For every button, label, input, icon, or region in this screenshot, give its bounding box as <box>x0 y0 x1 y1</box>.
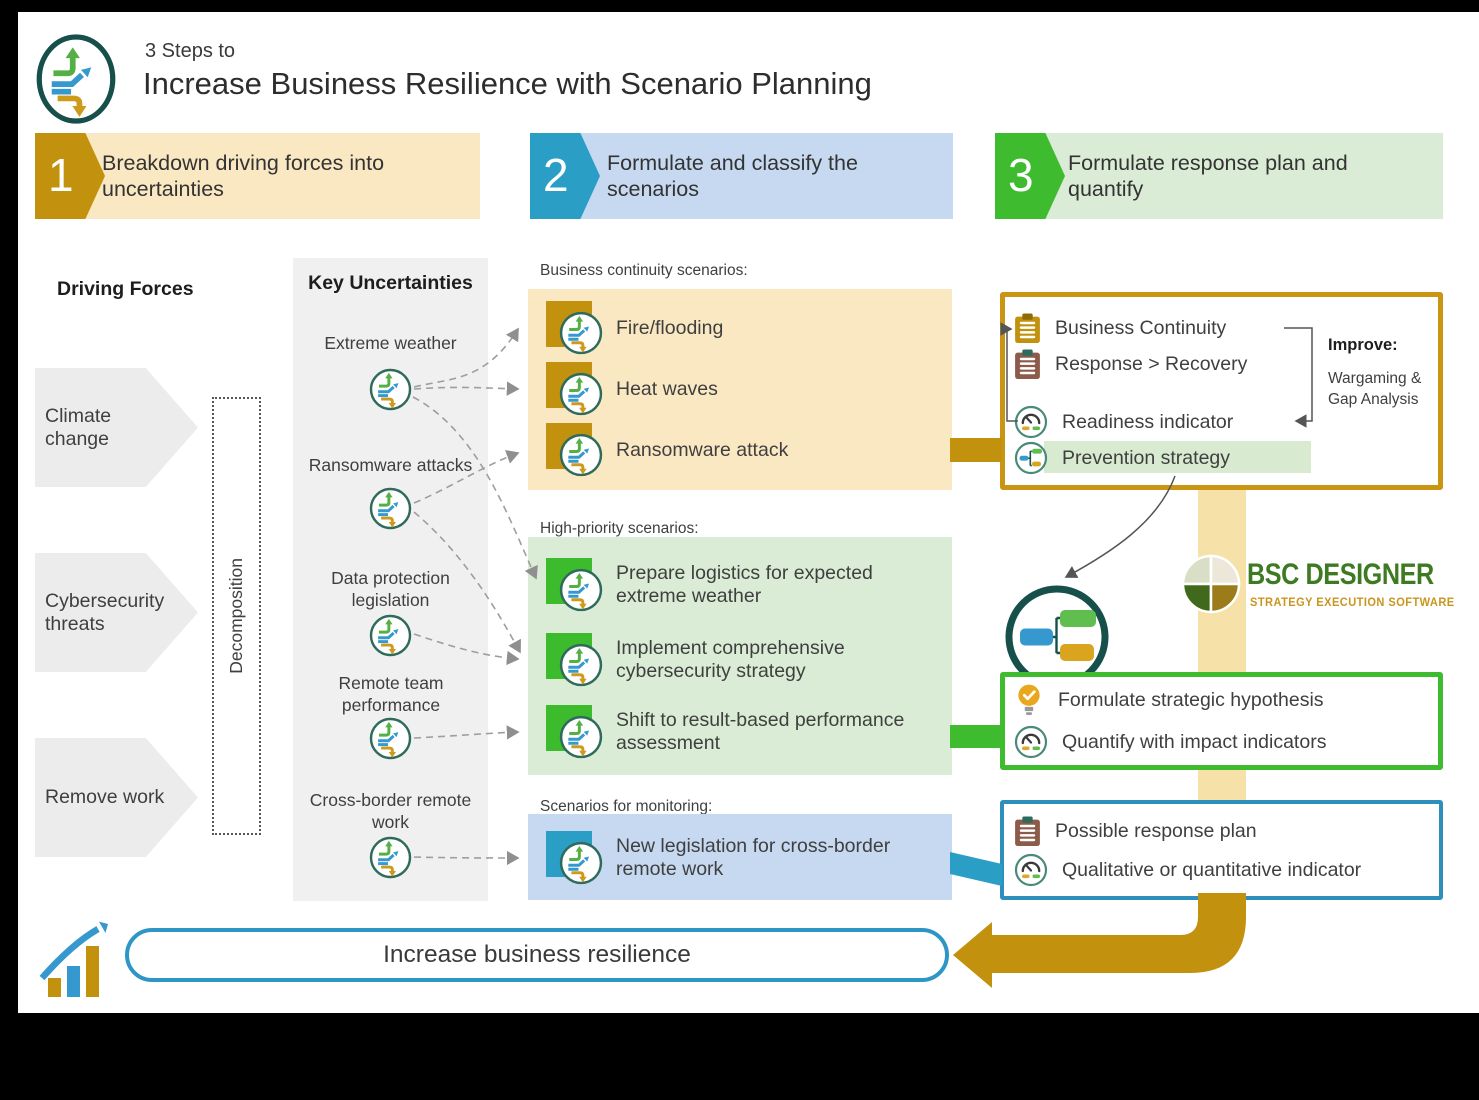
scenario-row: Fire/flooding <box>546 300 946 356</box>
scenario-row: Ransomware attack <box>546 422 946 478</box>
step-2-banner <box>552 133 953 219</box>
gauge-icon <box>1014 725 1048 759</box>
driving-forces-title: Driving Forces <box>57 278 194 300</box>
hypothesis-box <box>1000 672 1443 770</box>
scenario-icon-tile <box>546 421 604 479</box>
gauge-icon <box>1014 405 1048 439</box>
scenario-icon-tile <box>546 360 604 418</box>
step-2-label: Formulate and classify the scenarios <box>607 151 858 201</box>
scenario-label: Shift to result-based performance assess… <box>616 709 905 754</box>
plan-row: Prevention strategy <box>1014 440 1230 476</box>
plan-label: Response > Recovery <box>1055 352 1248 375</box>
scenario-row: Shift to result-based performance assess… <box>546 704 946 760</box>
scenario-row: Implement comprehensive cybersecurity st… <box>546 632 946 688</box>
scenario-icon <box>558 432 604 478</box>
scenario-icon <box>558 310 604 356</box>
scenario-label: New legislation for cross-border remote … <box>616 835 891 880</box>
scenario-icon <box>558 567 604 613</box>
uncertainty-label: Remote team performance <box>338 673 444 715</box>
prevention-strategy-highlight <box>1044 441 1311 473</box>
group-label-continuity: Business continuity scenarios: <box>540 262 748 279</box>
plan-label: Possible response plan <box>1055 819 1257 842</box>
group-label-monitoring: Scenarios for monitoring: <box>540 798 713 815</box>
plan-label: Quantify with impact indicators <box>1062 730 1327 753</box>
uncertainty-label: Extreme weather <box>324 333 457 353</box>
uncertainty-label: Data protection legislation <box>331 568 450 610</box>
scenario-row: Prepare logistics for expected extreme w… <box>546 557 946 613</box>
plan-row: Qualitative or quantitative indicator <box>1014 852 1361 888</box>
key-uncertainties-title: Key Uncertainties <box>308 272 473 294</box>
scenario-icon <box>368 716 413 761</box>
step-3-banner <box>1018 133 1443 219</box>
scenario-label: Fire/flooding <box>616 316 724 339</box>
plan-label: Formulate strategic hypothesis <box>1058 688 1324 711</box>
growth-chart-icon <box>39 921 108 997</box>
clipboard-brown-icon <box>1014 816 1041 847</box>
clipboard-brown-icon <box>1014 349 1041 380</box>
bsc-designer-pie-logo <box>1181 554 1241 614</box>
plan-label: Readiness indicator <box>1062 410 1234 433</box>
scenario-icon <box>558 642 604 688</box>
step-1-label: Breakdown driving forces into uncertaint… <box>102 151 385 201</box>
driving-force-label: Cybersecurity threats <box>45 589 165 635</box>
scenario-label: Implement comprehensive cybersecurity st… <box>616 637 845 682</box>
scenario-icon <box>368 613 413 658</box>
plan-row: Response > Recovery <box>1014 346 1247 382</box>
driving-force-label: Remove work <box>45 786 165 808</box>
step-1-banner <box>58 133 480 219</box>
scenario-icon <box>368 486 413 531</box>
clipboard-gold-icon <box>1014 313 1041 344</box>
brand-tagline: STRATEGY EXECUTION SOFTWARE <box>1250 595 1455 609</box>
scenario-icon-tile <box>546 829 604 887</box>
brand-name: BSC DESIGNER <box>1247 558 1434 591</box>
scenario-row: Heat waves <box>546 361 946 417</box>
scenario-icon <box>558 714 604 760</box>
scenario-label: Ransomware attack <box>616 438 789 461</box>
scenario-icon-tile <box>546 556 604 614</box>
plan-row: Quantify with impact indicators <box>1014 724 1326 760</box>
plan-label: Prevention strategy <box>1062 446 1231 469</box>
improve-line: Gap Analysis <box>1328 391 1419 408</box>
gauge-icon <box>1014 853 1048 887</box>
improve-title: Improve: <box>1328 336 1398 354</box>
plan-row: Readiness indicator <box>1014 404 1233 440</box>
scenario-label: Prepare logistics for expected extreme w… <box>616 562 873 607</box>
uncertainty-label: Cross-border remote work <box>309 790 472 832</box>
driving-force-label: Climate change <box>45 404 112 450</box>
scenario-icon <box>368 835 413 880</box>
decomposition-bracket: Decomposition <box>212 397 261 835</box>
scenario-icon-tile <box>546 631 604 689</box>
decomposition-label: Decomposition <box>226 558 246 674</box>
improve-line: Wargaming & <box>1328 370 1422 387</box>
scenario-icon <box>368 367 413 412</box>
goal-label: Increase business resilience <box>383 941 691 968</box>
strategy-map-icon <box>1014 441 1048 475</box>
scenario-label: Heat waves <box>616 377 718 400</box>
scenario-icon-tile <box>546 299 604 357</box>
plan-label: Qualitative or quantitative indicator <box>1062 858 1362 881</box>
scenario-planning-logo-icon <box>36 34 116 124</box>
step-3-label: Formulate response plan and quantify <box>1068 151 1348 201</box>
goal-pill: Increase business resilience <box>125 928 949 982</box>
lightbulb-icon <box>1014 683 1044 717</box>
plan-row: Possible response plan <box>1014 813 1257 849</box>
group-label-high-priority: High-priority scenarios: <box>540 520 699 537</box>
scenario-icon <box>558 371 604 417</box>
scenario-icon <box>558 840 604 886</box>
pretitle: 3 Steps to <box>145 40 236 62</box>
uncertainty-label: Ransomware attacks <box>308 455 473 475</box>
plan-row: Formulate strategic hypothesis <box>1014 682 1324 718</box>
page-title: Increase Business Resilience with Scenar… <box>143 66 872 101</box>
scenario-row: New legislation for cross-border remote … <box>546 830 946 886</box>
plan-row: Business Continuity <box>1014 310 1226 346</box>
scenario-icon-tile <box>546 703 604 761</box>
plan-label: Business Continuity <box>1055 316 1227 339</box>
